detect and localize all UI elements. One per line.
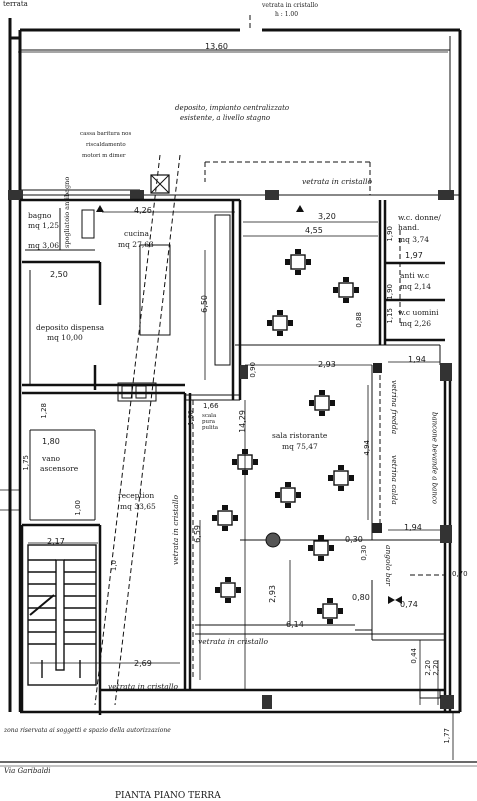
room-reception-name: reception <box>118 491 155 500</box>
dim-2-69: 2,69 <box>134 659 152 668</box>
room-spogliatoio-area: mq 3,06 <box>28 241 59 250</box>
dim-4-55: 4,55 <box>305 226 323 235</box>
bottom-note: zona riservata ai soggetti e spazio dell… <box>4 727 171 734</box>
room-wc-uomini-name: w.c uomini <box>398 308 439 317</box>
dim-0-70: 0,70 <box>452 570 468 578</box>
room-cucina-name: cucina <box>124 229 149 238</box>
room-spogliatoio-name: spogliatoio antibagno <box>63 176 71 248</box>
dim-1-28: 1,28 <box>40 403 48 419</box>
valve-note-1: cassa baritura nos <box>80 131 132 137</box>
room-wc-donne-name-2: hand. <box>398 223 420 232</box>
vetrina-calda-label: vetrina calda <box>389 455 399 505</box>
room-anti-wc-name: anti w.c <box>400 271 430 280</box>
room-reception-area: mq 33,65 <box>120 502 156 511</box>
room-sala-area: mq 75,47 <box>282 442 318 451</box>
yard-note-1: deposito, impianto centralizzato <box>175 104 290 112</box>
room-cucina-area: mq 27,63 <box>118 240 154 249</box>
dim-1-94: 1,94 <box>408 355 426 364</box>
street-label: Via Garibaldi <box>4 767 51 775</box>
vetrata-label-left: vetrata in cristallo <box>171 494 180 565</box>
room-vano-name-1: vano <box>42 454 61 463</box>
bancone-label: bancone bevande a banco <box>430 412 439 504</box>
dim-0-90: 0,90 <box>249 362 257 378</box>
dim-0-44: 0,44 <box>410 648 418 664</box>
room-wc-uomini-area: mq 2,26 <box>400 319 431 328</box>
room-deposito-area: mq 10,00 <box>47 333 83 342</box>
dim-1-00: 1,00 <box>187 410 195 426</box>
dim-2-93: 2,93 <box>318 360 336 369</box>
dim-1-97: 1,97 <box>405 251 423 260</box>
valve-note-3: motori m dimer <box>82 153 126 159</box>
vetrata-label-top: vetrata in cristallo <box>302 177 373 186</box>
dim-4-94: 4,94 <box>363 440 371 456</box>
room-scala-name: scala pura pulita <box>202 413 219 431</box>
dim-4-26: 4,26 <box>134 206 152 215</box>
dim-1-15: 1,15 <box>386 308 394 324</box>
dim-0-74: 0,74 <box>400 600 418 609</box>
dim-0-80: 0,80 <box>352 593 370 602</box>
dim-1-80: 1,80 <box>42 437 60 446</box>
dim-0-88: 0,88 <box>355 312 363 328</box>
vetrata-note-1: vetrata in cristallo <box>262 2 319 9</box>
top-left-label: terrata <box>3 0 28 8</box>
room-deposito-name: deposito dispensa <box>36 323 105 332</box>
dim-6-14: 6,14 <box>286 620 304 629</box>
vetrina-fredda-label: vetrina fredda <box>389 380 399 435</box>
dim-2-93b: 2,93 <box>268 585 277 603</box>
room-wc-donne-name-1: w.c. donne/ <box>398 213 441 222</box>
dim-1-75: 1,75 <box>22 455 30 471</box>
room-sala-name: sala ristorante <box>272 431 328 440</box>
dim-0-30: 0,30 <box>345 535 363 544</box>
dim-1-00b: 1,00 <box>74 500 82 516</box>
dim-2-17: 2,17 <box>47 537 65 546</box>
dim-yard-width: 13,60 <box>205 42 228 51</box>
vetrata-note-2: h : 1.00 <box>275 11 299 18</box>
dim-2-50: 2,50 <box>50 270 68 279</box>
dim-6-50: 6,50 <box>200 295 209 313</box>
dim-1-90b: 1,90 <box>386 284 394 300</box>
vetrata-label-reception: vetrata in cristallo <box>108 682 179 691</box>
room-wc-donne-area: mq 3,74 <box>398 235 429 244</box>
plan-title: PIANTA PIANO TERRA <box>115 791 221 801</box>
dim-14-29: 14,29 <box>238 410 247 433</box>
dim-6-59: 6,59 <box>193 525 202 543</box>
angolo-bar-label: angolo bar <box>383 545 393 586</box>
dim-2-20b: 2,20 <box>432 660 440 676</box>
yard-note-2: esistente, a livello stagno <box>180 114 271 122</box>
dim-1-94b: 1,94 <box>404 523 422 532</box>
dim-2-20: 2,20 <box>424 660 432 676</box>
staircase <box>27 544 97 686</box>
valve-note-2: riscaldamento <box>86 142 126 148</box>
room-anti-wc-area: mq 2,14 <box>400 282 431 291</box>
dim-1-66: 1,66 <box>203 402 219 410</box>
dim-3-20: 3,20 <box>318 212 336 221</box>
room-vano-name-2: ascensore <box>40 464 79 473</box>
dim-1-90: 1,90 <box>386 226 394 242</box>
dim-0-30b: 0,30 <box>360 545 368 561</box>
room-bagno-name: bagno <box>28 211 52 220</box>
vetrata-label-sala: vetrata in cristallo <box>198 637 269 646</box>
room-bagno-area: mq 1,25 <box>28 221 59 230</box>
dim-1-77: 1,77 <box>443 728 451 744</box>
dim-1-0: 1,0 <box>110 560 118 572</box>
